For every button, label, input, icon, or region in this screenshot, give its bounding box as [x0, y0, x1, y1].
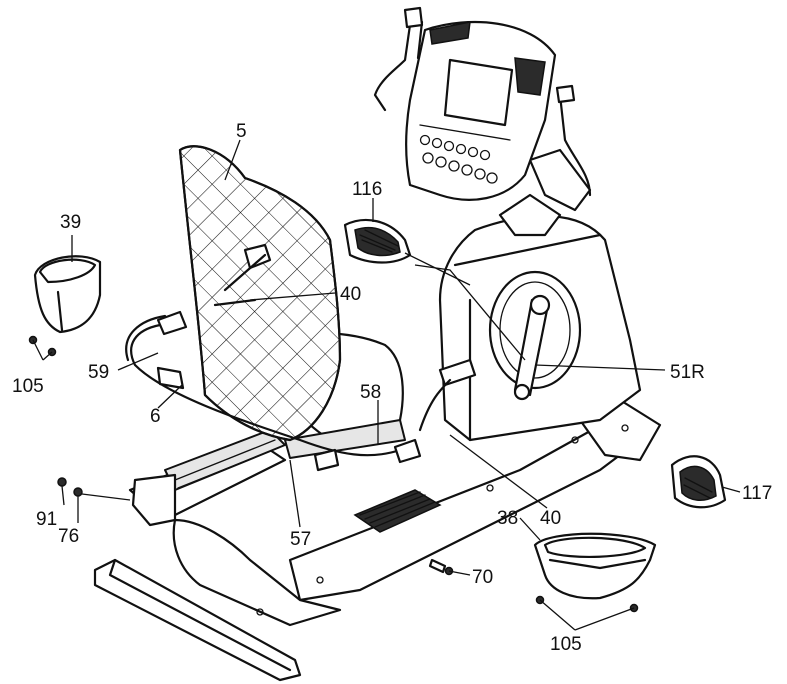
crank-arm	[513, 294, 551, 401]
bottle-holder-39	[33, 255, 102, 334]
foot-cover-58	[353, 489, 442, 533]
callout-40-top: 40	[340, 284, 361, 305]
callout-39: 39	[60, 212, 81, 233]
callout-91: 91	[36, 509, 57, 530]
pedal-right	[670, 455, 727, 509]
callout-76: 76	[58, 526, 79, 547]
callout-58: 58	[360, 382, 381, 403]
console-keypad	[419, 134, 498, 184]
seat-handlebar	[125, 310, 477, 472]
seat-rail	[128, 429, 287, 527]
callouts: 5 39 116 40 59 105 6 58 51R 91 76 57 38 …	[12, 121, 772, 655]
bolts-91-76	[57, 477, 131, 501]
callout-5: 5	[236, 121, 247, 142]
callout-57: 57	[290, 529, 311, 550]
callout-51R: 51R	[670, 362, 705, 383]
screw-70	[428, 558, 454, 576]
callout-105-right: 105	[550, 634, 582, 655]
callout-116: 116	[352, 179, 382, 200]
callout-105-left: 105	[12, 376, 44, 397]
callout-117: 117	[742, 483, 772, 504]
callout-59: 59	[88, 362, 109, 383]
leader-lines	[32, 139, 741, 631]
bottle-holder-38	[533, 532, 657, 600]
callout-38: 38	[497, 508, 518, 529]
callout-70: 70	[472, 567, 493, 588]
console	[373, 6, 592, 201]
base-frame	[93, 398, 662, 682]
callout-40-bottom: 40	[540, 508, 561, 529]
pedal-left	[343, 218, 412, 264]
callout-6: 6	[150, 406, 161, 427]
